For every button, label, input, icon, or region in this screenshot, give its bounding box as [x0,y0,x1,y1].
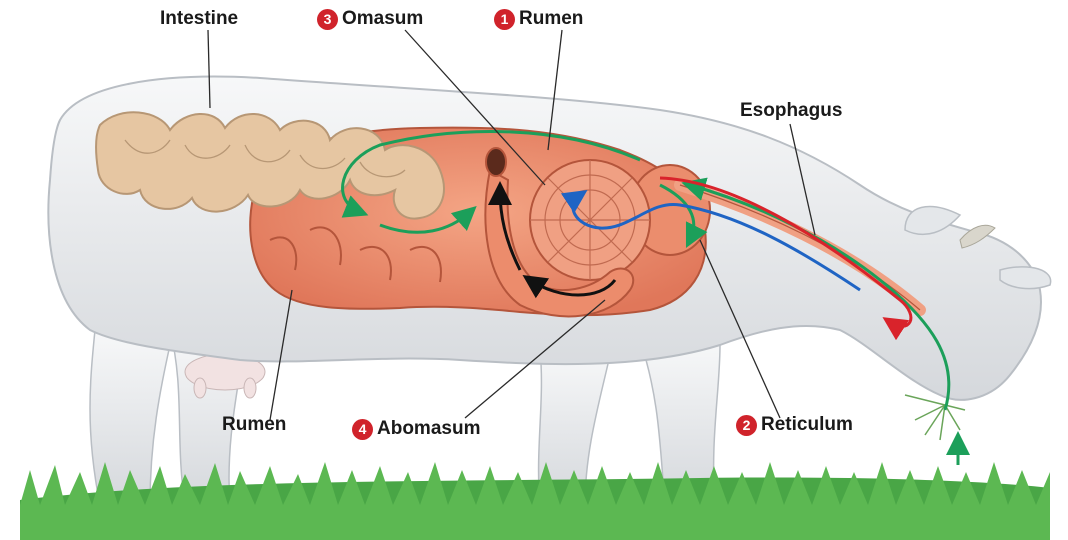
grass-tuft [905,395,965,440]
label-text: Intestine [160,8,238,30]
label-abomasum: 4 Abomasum [352,418,480,440]
label-rumen-top: 1 Rumen [494,8,583,30]
grass [20,462,1050,540]
label-text: Reticulum [761,414,853,436]
label-esophagus: Esophagus [740,100,842,122]
label-omasum: 3 Omasum [317,8,423,30]
label-text: Esophagus [740,100,842,122]
label-reticulum: 2 Reticulum [736,414,853,436]
number-badge: 2 [736,415,757,436]
label-text: Omasum [342,8,423,30]
label-text: Abomasum [377,418,480,440]
cow-ear [1000,267,1051,289]
label-intestine: Intestine [160,8,238,30]
label-text: Rumen [519,8,583,30]
number-badge: 1 [494,9,515,30]
label-text: Rumen [222,414,286,436]
number-badge: 3 [317,9,338,30]
label-rumen-bottom: Rumen [222,414,286,436]
number-badge: 4 [352,419,373,440]
